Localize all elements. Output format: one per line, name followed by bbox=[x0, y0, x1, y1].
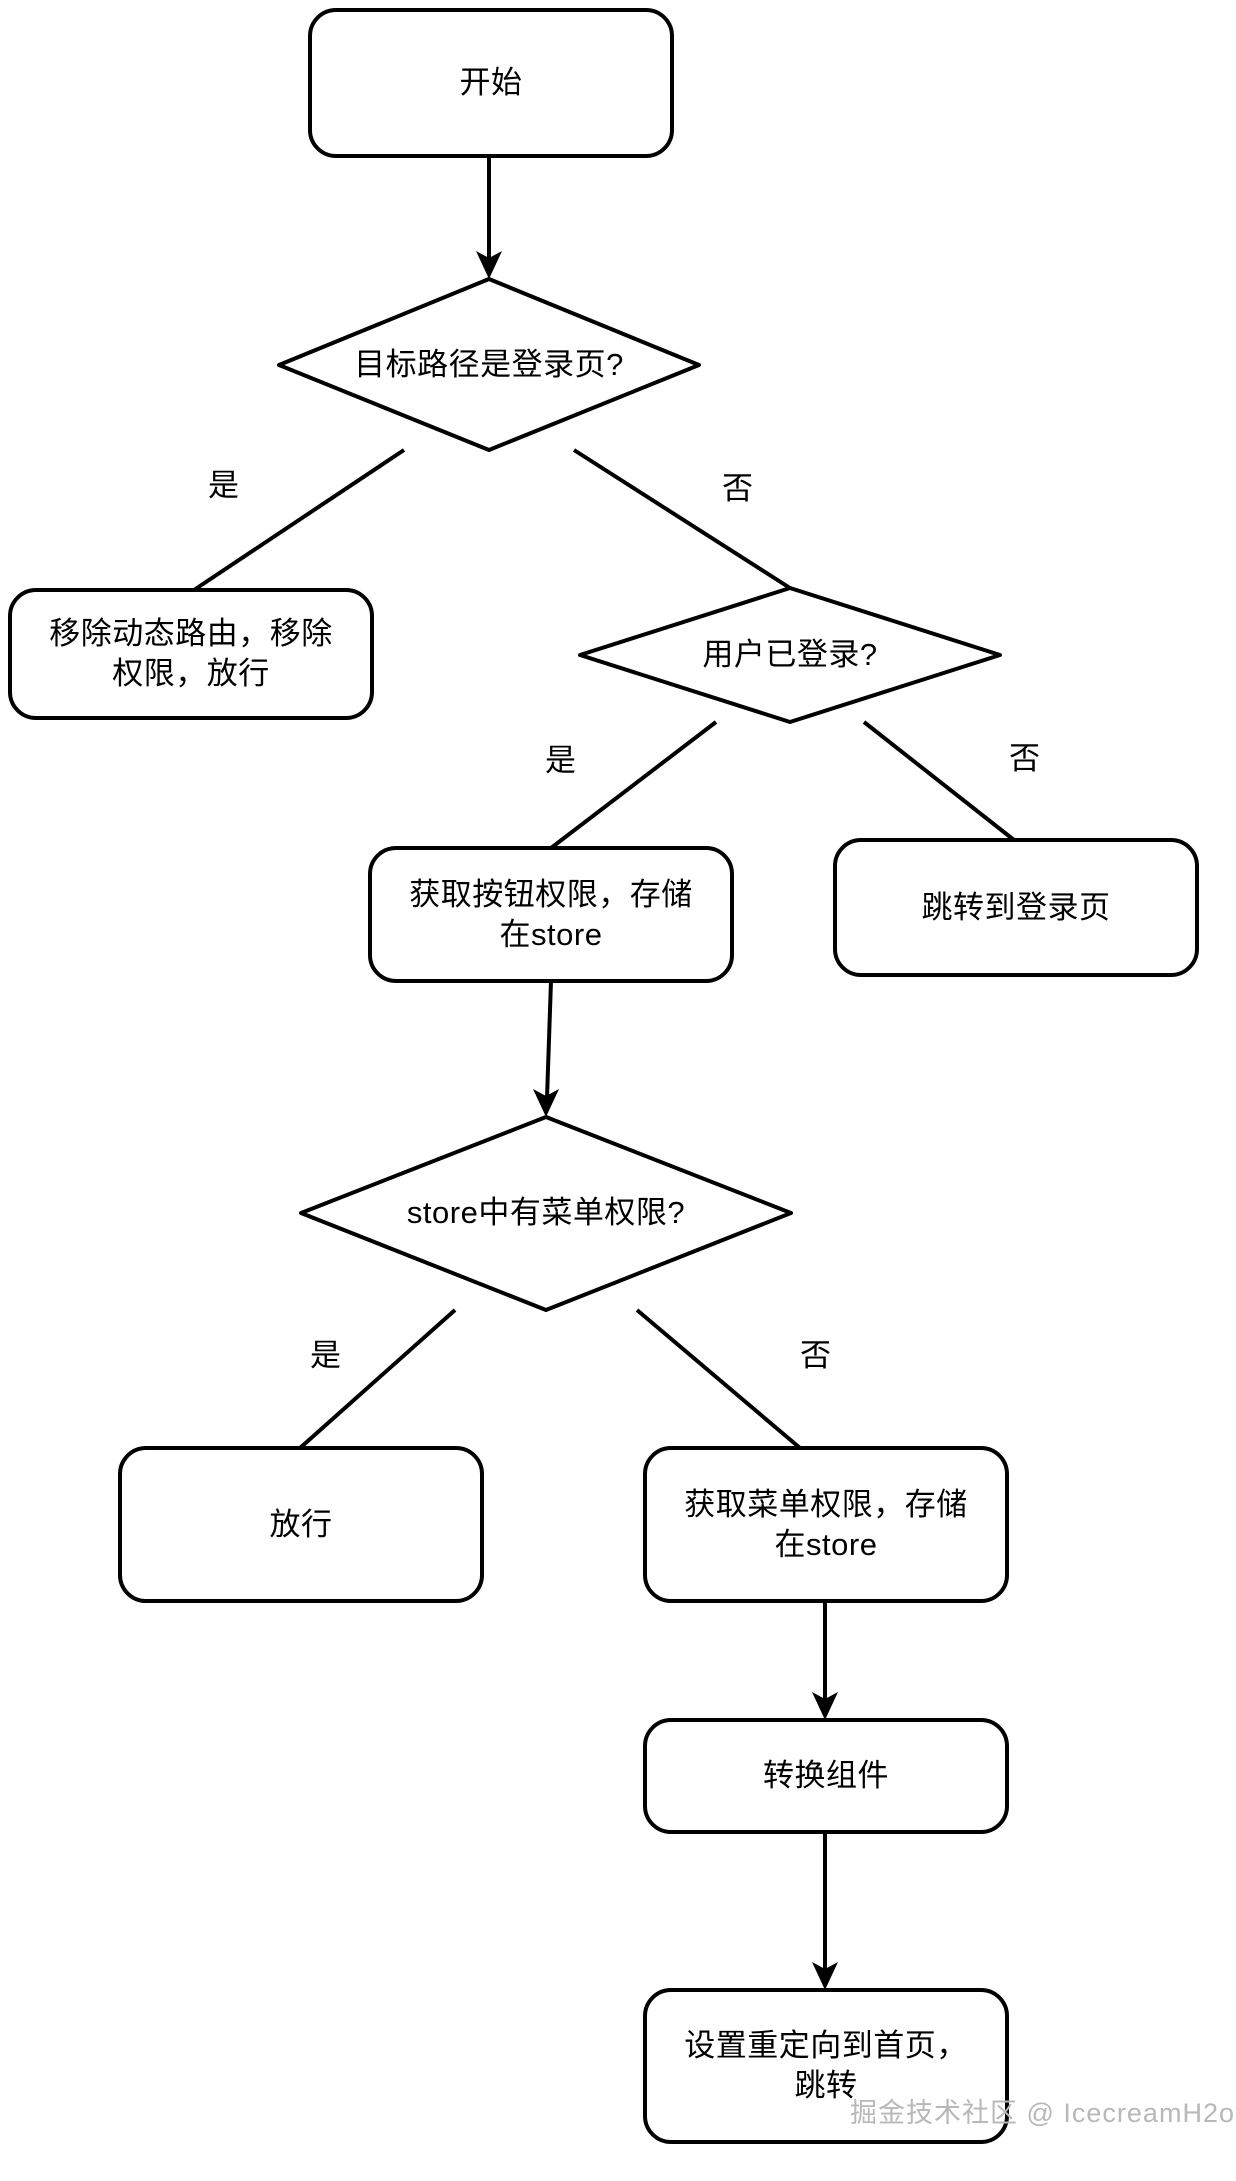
edge-is-login-path-to-user-logged bbox=[572, 448, 792, 590]
edge-is-login-path-to-remove-all bbox=[192, 448, 406, 592]
edge-label-user-logged-yes: 是 bbox=[545, 743, 576, 778]
edge-has-menu-to-get-menu-perm bbox=[635, 1308, 802, 1450]
edge-label-user-logged-no: 否 bbox=[1009, 741, 1040, 776]
edge-user-logged-to-goto-login bbox=[862, 720, 1016, 842]
edge-get-menu-perm-to-convert-comp bbox=[812, 1601, 838, 1720]
edge-start-to-is-login-path bbox=[476, 156, 502, 279]
edge-label-is-login-path-no: 否 bbox=[722, 471, 753, 506]
edge-user-logged-to-get-btn-perm bbox=[549, 720, 718, 850]
edge-label-has-menu-yes: 是 bbox=[310, 1338, 341, 1373]
edge-has-menu-to-pass bbox=[298, 1308, 457, 1450]
node-is-login-path[interactable] bbox=[277, 277, 701, 452]
edge-label-has-menu-no: 否 bbox=[800, 1338, 831, 1373]
watermark-text: 掘金技术社区 @ IcecreamH2o bbox=[850, 2098, 1235, 2128]
node-has-menu[interactable] bbox=[299, 1115, 793, 1312]
edge-label-is-login-path-yes: 是 bbox=[208, 468, 239, 503]
node-get-btn-perm[interactable] bbox=[368, 846, 734, 983]
node-pass[interactable] bbox=[118, 1446, 484, 1603]
node-goto-login[interactable] bbox=[833, 838, 1199, 977]
edge-get-btn-perm-to-has-menu bbox=[533, 980, 559, 1117]
node-convert-comp[interactable] bbox=[643, 1718, 1009, 1834]
edge-convert-comp-to-set-redirect bbox=[812, 1832, 838, 1990]
node-get-menu-perm[interactable] bbox=[643, 1446, 1009, 1603]
node-remove-all[interactable] bbox=[8, 588, 374, 720]
node-set-redirect[interactable] bbox=[643, 1988, 1009, 2144]
node-user-logged[interactable] bbox=[578, 586, 1002, 724]
node-start[interactable] bbox=[308, 8, 674, 158]
